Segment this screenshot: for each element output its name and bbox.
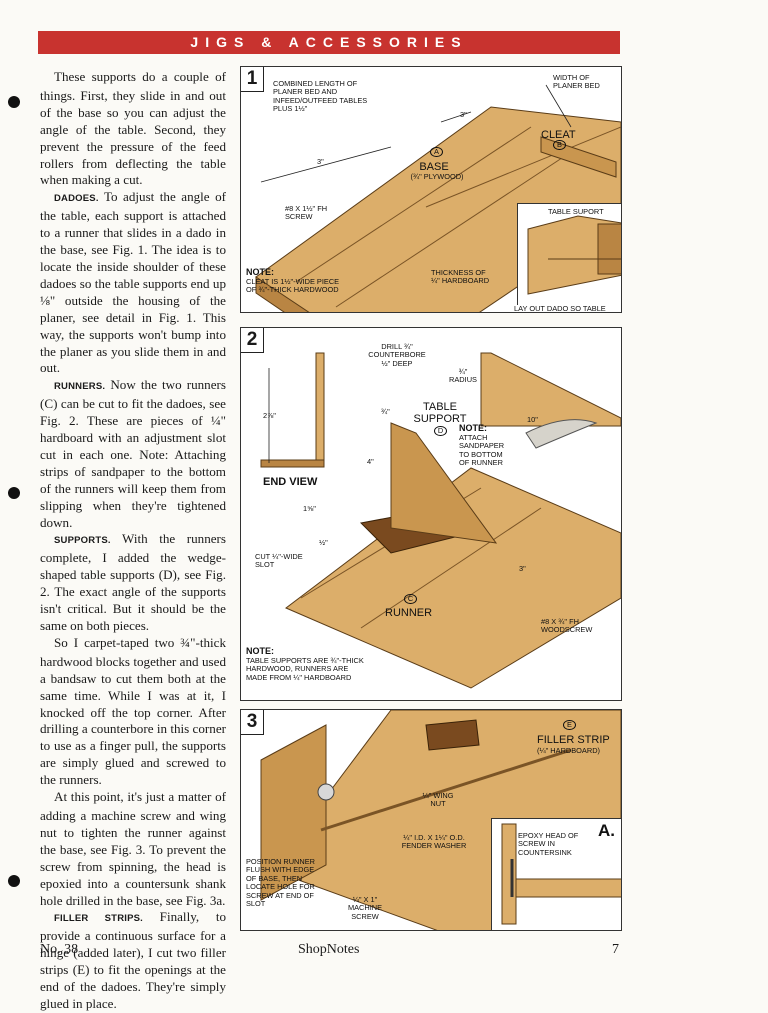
detail-note: LAY OUT DADO SO TABLE SUPPORT IS ⅛" OUTS…: [514, 304, 614, 312]
label-cleat: CLEAT: [541, 129, 576, 141]
issue-number: No. 38: [40, 942, 79, 957]
body-text-column: These supports do a couple of things. Fi…: [40, 69, 226, 1013]
label-combined-length: COMBINED LENGTH OF PLANER BED AND INFEED…: [273, 79, 368, 114]
detail-letter: a.: [598, 821, 615, 840]
label-machine-screw: ¼" x 1" MACHINE SCREW: [347, 895, 383, 921]
detail-illustration: [527, 215, 621, 295]
dimension-label: 1⅝": [303, 504, 316, 513]
figure-2: 2 DRILL ¾" COUNTERBORE ½" DEEP ¾" RADIUS…: [240, 327, 622, 701]
label-filler-strip: FILLER STRIP: [537, 734, 610, 746]
label-end-view: END VIEW: [263, 476, 318, 488]
section-banner: JIGS & ACCESSORIES: [38, 31, 620, 54]
detail-title: TABLE SUPORT: [548, 207, 604, 216]
label-slot: CUT ¼"-WIDE SLOT: [255, 552, 303, 570]
dimension-label: 10": [527, 415, 538, 424]
figure-number: 2: [241, 328, 264, 353]
figure-number: 3: [241, 710, 264, 735]
dimension-label: 4": [367, 457, 374, 466]
label-table-support: TABLE SUPPORT: [413, 401, 467, 425]
detail-epoxy: EPOXY HEAD OF SCREW IN COUNTERSINK: [518, 831, 579, 857]
dimension-label: 2⅞": [263, 411, 276, 420]
note-text: CLEAT IS 1½"-WIDE PIECE OF ¾"-THICK HARD…: [246, 277, 340, 295]
label-washer: ¼" I.D. x 1¼" O.D. FENDER WASHER: [401, 833, 467, 851]
magazine-name: ShopNotes: [298, 942, 360, 957]
dimension-label: 3": [519, 564, 526, 573]
binder-hole: [8, 487, 20, 499]
paragraph: At this point, it's just a matter of add…: [40, 789, 226, 908]
label-radius: ¾" RADIUS: [449, 367, 477, 385]
note-text: TABLE SUPPORTS ARE ¾"-THICK HARDWOOD, RU…: [246, 656, 364, 682]
part-letter-badge: D: [434, 426, 447, 437]
paragraph: So I carpet-taped two ¾"-thick hardwood …: [40, 634, 226, 788]
paragraph: RUNNERS. Now the two runners (C) can be …: [40, 377, 226, 530]
paragraph: DADOES. To adjust the angle of the table…: [40, 189, 226, 376]
binder-hole: [8, 96, 20, 108]
figure-3: 3 E FILLER STRIP (¼" HARDBOARD) ¼" WING …: [240, 709, 622, 931]
label-drill: DRILL ¾" COUNTERBORE ½" DEEP: [368, 342, 426, 368]
page-number: 7: [612, 942, 619, 957]
label-wing-nut: ¼" WING NUT: [422, 791, 454, 809]
dimension-label: 3": [460, 110, 467, 119]
label-screw: #8 x 1½" Fh SCREW: [285, 204, 328, 222]
dimension-label: ¾": [381, 407, 390, 416]
runner-support-illustration: [260, 352, 621, 689]
part-letter-badge: C: [404, 594, 417, 605]
part-letter-badge: A: [430, 147, 443, 158]
part-letter-badge: E: [563, 720, 576, 731]
label-filler-material: (¼" HARDBOARD): [537, 746, 600, 755]
note-title: NOTE:: [246, 646, 274, 656]
dimension-label: ½": [319, 538, 328, 547]
paragraph: SUPPORTS. With the runners complete, I a…: [40, 531, 227, 633]
binder-hole: [8, 875, 20, 887]
label-woodscrew: #8 x ¾" Fh WOODSCREW: [541, 617, 593, 635]
label-position: POSITION RUNNER FLUSH WITH EDGE OF BASE,…: [246, 857, 315, 909]
label-runner: RUNNER: [385, 607, 433, 619]
note-title: NOTE:: [246, 267, 274, 277]
paragraph: These supports do a couple of things. Fi…: [40, 69, 226, 188]
label-base: BASE: [419, 161, 449, 173]
dimension-label: 3": [317, 157, 324, 166]
note-sandpaper: ATTACH SANDPAPER TO BOTTOM OF RUNNER: [459, 433, 505, 468]
label-thickness: THICKNESS OF ¼" HARDBOARD: [431, 268, 490, 286]
detail-inset: TABLE SUPORT: [517, 203, 621, 312]
figure-number: 1: [241, 67, 264, 92]
part-letter-badge: B: [553, 140, 566, 151]
paragraph: FILLER STRIPS. Finally, to provide a con…: [40, 909, 227, 1011]
figure-1: 1 COMBINED LENGTH OF PLANER BED AND INFE…: [240, 66, 622, 313]
label-width-of-bed: WIDTH OF PLANER BED: [553, 73, 600, 91]
label-base-material: (¾" PLYWOOD): [410, 172, 464, 181]
note-title: NOTE:: [459, 423, 487, 433]
detail-inset-a: EPOXY HEAD OF SCREW IN COUNTERSINK a.: [491, 818, 621, 930]
detail-illustration: [501, 823, 621, 925]
